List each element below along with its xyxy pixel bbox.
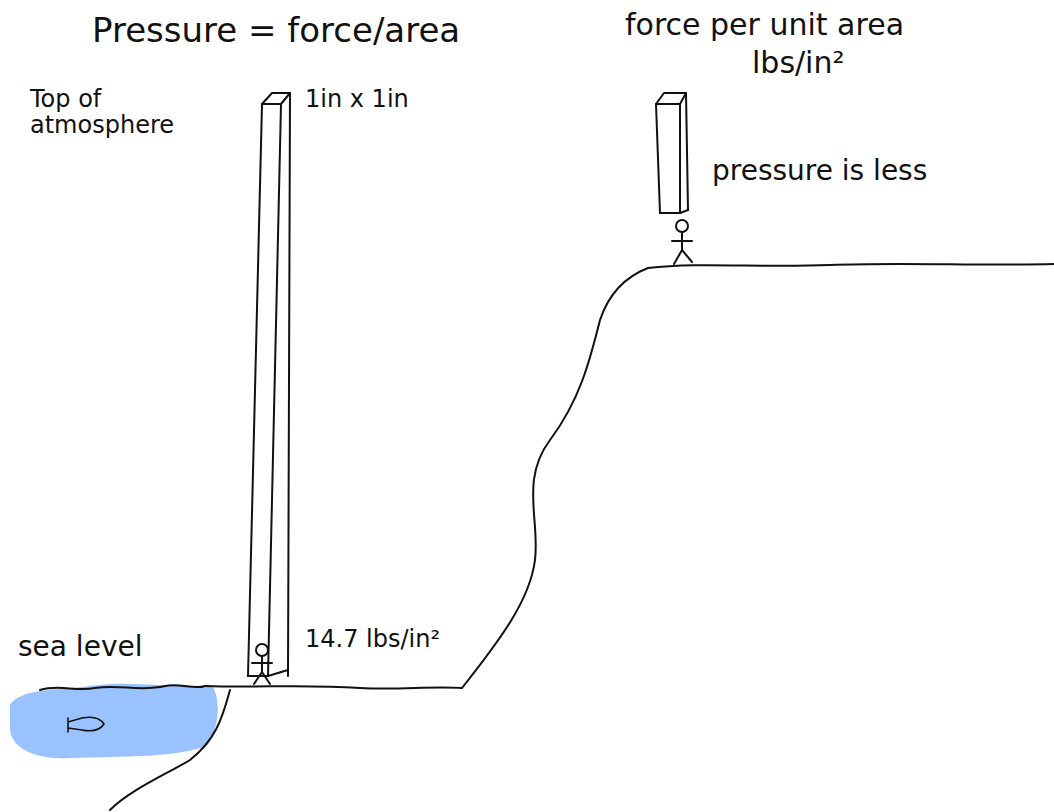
air-column-tall — [248, 93, 290, 676]
air-column-short — [656, 93, 688, 213]
pressure-value: 14.7 lbs/in² — [305, 626, 440, 652]
stick-figure — [252, 644, 272, 684]
stick-figure — [672, 220, 692, 264]
title-text: Pressure = force/area — [92, 12, 460, 49]
fish — [68, 717, 104, 732]
wave-line — [40, 685, 205, 690]
sea-level-ground — [205, 686, 462, 689]
definition-label: force per unit area — [625, 8, 904, 41]
dimension-label: 1in x 1in — [305, 86, 409, 112]
coast-edge — [110, 690, 230, 810]
plateau-ground — [648, 264, 1054, 268]
unit-label: lbs/in² — [752, 46, 845, 79]
sea-water — [10, 684, 218, 758]
cliff — [462, 268, 648, 688]
sea-level-label: sea level — [18, 632, 142, 663]
note-label: pressure is less — [712, 156, 927, 187]
top-label: Top of atmosphere — [30, 86, 190, 139]
